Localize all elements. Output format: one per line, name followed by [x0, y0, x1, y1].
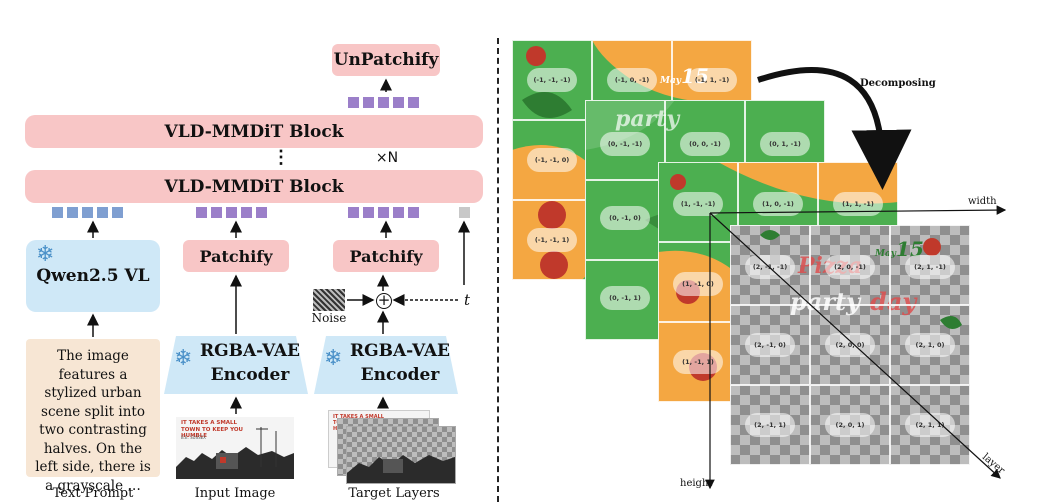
patch-coordinate: (2, 1, 0) [905, 333, 955, 357]
output-token [408, 97, 419, 108]
image-token [256, 207, 267, 218]
patchify-block-input: Patchify [183, 240, 289, 272]
unpatchify-block: UnPatchify [332, 44, 440, 76]
snowflake-icon: ❄ [324, 346, 343, 371]
encoder-label-line1: RGBA-VAE [349, 341, 451, 361]
patch-coordinate: (2, 1, -1) [905, 255, 955, 279]
caption-input-image: Input Image [194, 486, 276, 501]
qwen-label: Qwen2.5 VL [36, 266, 150, 286]
timestep-label: t [463, 291, 471, 309]
poster-may: May [660, 76, 682, 86]
thumb-sub: B.E. SUSSEX [181, 435, 206, 440]
encoder-label-line2: Encoder [360, 365, 440, 385]
grid-cell [512, 40, 592, 120]
town-illustration [176, 427, 294, 479]
layer-token [408, 207, 419, 218]
add-operator-icon: + [376, 291, 392, 309]
text-prompt-box: The image features a stylized urban scen… [26, 339, 160, 494]
target-layer-thumbnail [346, 426, 456, 484]
noise-image [313, 289, 345, 311]
town-illustration [347, 455, 455, 483]
patch-coordinate: (-1, -1, -1) [527, 68, 577, 92]
snowflake-icon: ❄ [36, 242, 55, 267]
grid-cell [585, 100, 665, 180]
text-token [112, 207, 123, 218]
patch-coordinate: (0, -1, -1) [600, 132, 650, 156]
snowflake-icon: ❄ [174, 346, 193, 371]
patch-coordinate: (2, 0, 0) [825, 333, 875, 357]
vld-mmdit-block-bottom: VLD-MMDiT Block [25, 170, 483, 203]
rgba-vae-encoder-target: ❄ RGBA-VAE Encoder [314, 336, 458, 394]
output-token [378, 97, 389, 108]
image-token [211, 207, 222, 218]
layer-token [363, 207, 374, 218]
thumb-headline: IT TAKES A SMALL TOWN TO KEEP YOU HUMBLE [181, 420, 244, 439]
panel-divider [497, 38, 499, 502]
patch-coordinate: (1, -1, 0) [673, 272, 723, 296]
patch-coordinate: (1, 0, -1) [753, 192, 803, 216]
patch-coordinate: (-1, -1, 1) [527, 228, 577, 252]
patch-coordinate: (-1, 1, -1) [687, 68, 737, 92]
encoder-label-line1: RGBA-VAE [199, 341, 301, 361]
rgba-vae-encoder-input: ❄ RGBA-VAE Encoder [164, 336, 308, 394]
poster-party-text: party [615, 106, 680, 132]
prompt-text: The image features a stylized urban scen… [35, 348, 151, 494]
target-layers-stack: IT TAKES A SMALL TOWN TO KEEP YOU HUMBLE [328, 410, 458, 484]
decomposing-label: Decomposing [860, 78, 936, 89]
height-axis-label: height [680, 478, 713, 489]
encoder-shape [164, 336, 308, 394]
vertical-ellipsis: ⋮ [272, 147, 290, 168]
caption-text-prompt: Text Prompt [52, 486, 134, 501]
vld-mmdit-block-top: VLD-MMDiT Block [25, 115, 483, 148]
text-token [82, 207, 93, 218]
layer-token [378, 207, 389, 218]
encoder-shape [314, 336, 458, 394]
patch-coordinate: (2, -1, -1) [745, 255, 795, 279]
patch-coordinate: (0, -1, 0) [600, 206, 650, 230]
patch-coordinate: (2, -1, 0) [745, 333, 795, 357]
text-token [52, 207, 63, 218]
text-token [97, 207, 108, 218]
layer-token [348, 207, 359, 218]
noise-label: Noise [311, 311, 347, 325]
output-token [363, 97, 374, 108]
layer-3-text: Pizza party day May15 (2, -1, -1) (2, 0,… [730, 225, 970, 465]
patch-coordinate: (-1, -1, 0) [527, 148, 577, 172]
patch-coordinate: (0, 1, -1) [760, 132, 810, 156]
patch-coordinate: (2, 0, 1) [825, 413, 875, 437]
patch-coordinate: (1, -1, -1) [673, 192, 723, 216]
layer-axis-label: layer [979, 451, 1007, 477]
patch-coordinate: (-1, 0, -1) [607, 68, 657, 92]
patch-coordinate: (1, 1, -1) [833, 192, 883, 216]
patchify-block-target: Patchify [333, 240, 439, 272]
repeat-n-label: ×N [375, 150, 399, 166]
patch-coordinate: (0, 0, -1) [680, 132, 730, 156]
patch-coordinate: (2, 0, -1) [825, 255, 875, 279]
grid-cell [658, 162, 738, 242]
patch-coordinate: (2, 1, 1) [905, 413, 955, 437]
layer-token [393, 207, 404, 218]
text-token [67, 207, 78, 218]
patch-coordinate: (1, -1, 1) [673, 350, 723, 374]
image-token [226, 207, 237, 218]
image-token [196, 207, 207, 218]
image-token [241, 207, 252, 218]
output-token [393, 97, 404, 108]
patch-coordinate: (0, -1, 1) [600, 286, 650, 310]
input-image-thumbnail: IT TAKES A SMALL TOWN TO KEEP YOU HUMBLE… [176, 417, 294, 479]
patch-coordinate: (2, -1, 1) [745, 413, 795, 437]
encoder-label-line2: Encoder [210, 365, 290, 385]
caption-target-layers: Target Layers [348, 486, 440, 501]
timestep-token [459, 207, 470, 218]
output-token [348, 97, 359, 108]
width-axis-label: width [968, 196, 997, 207]
qwen-vl-block: ❄ Qwen2.5 VL [26, 240, 160, 312]
